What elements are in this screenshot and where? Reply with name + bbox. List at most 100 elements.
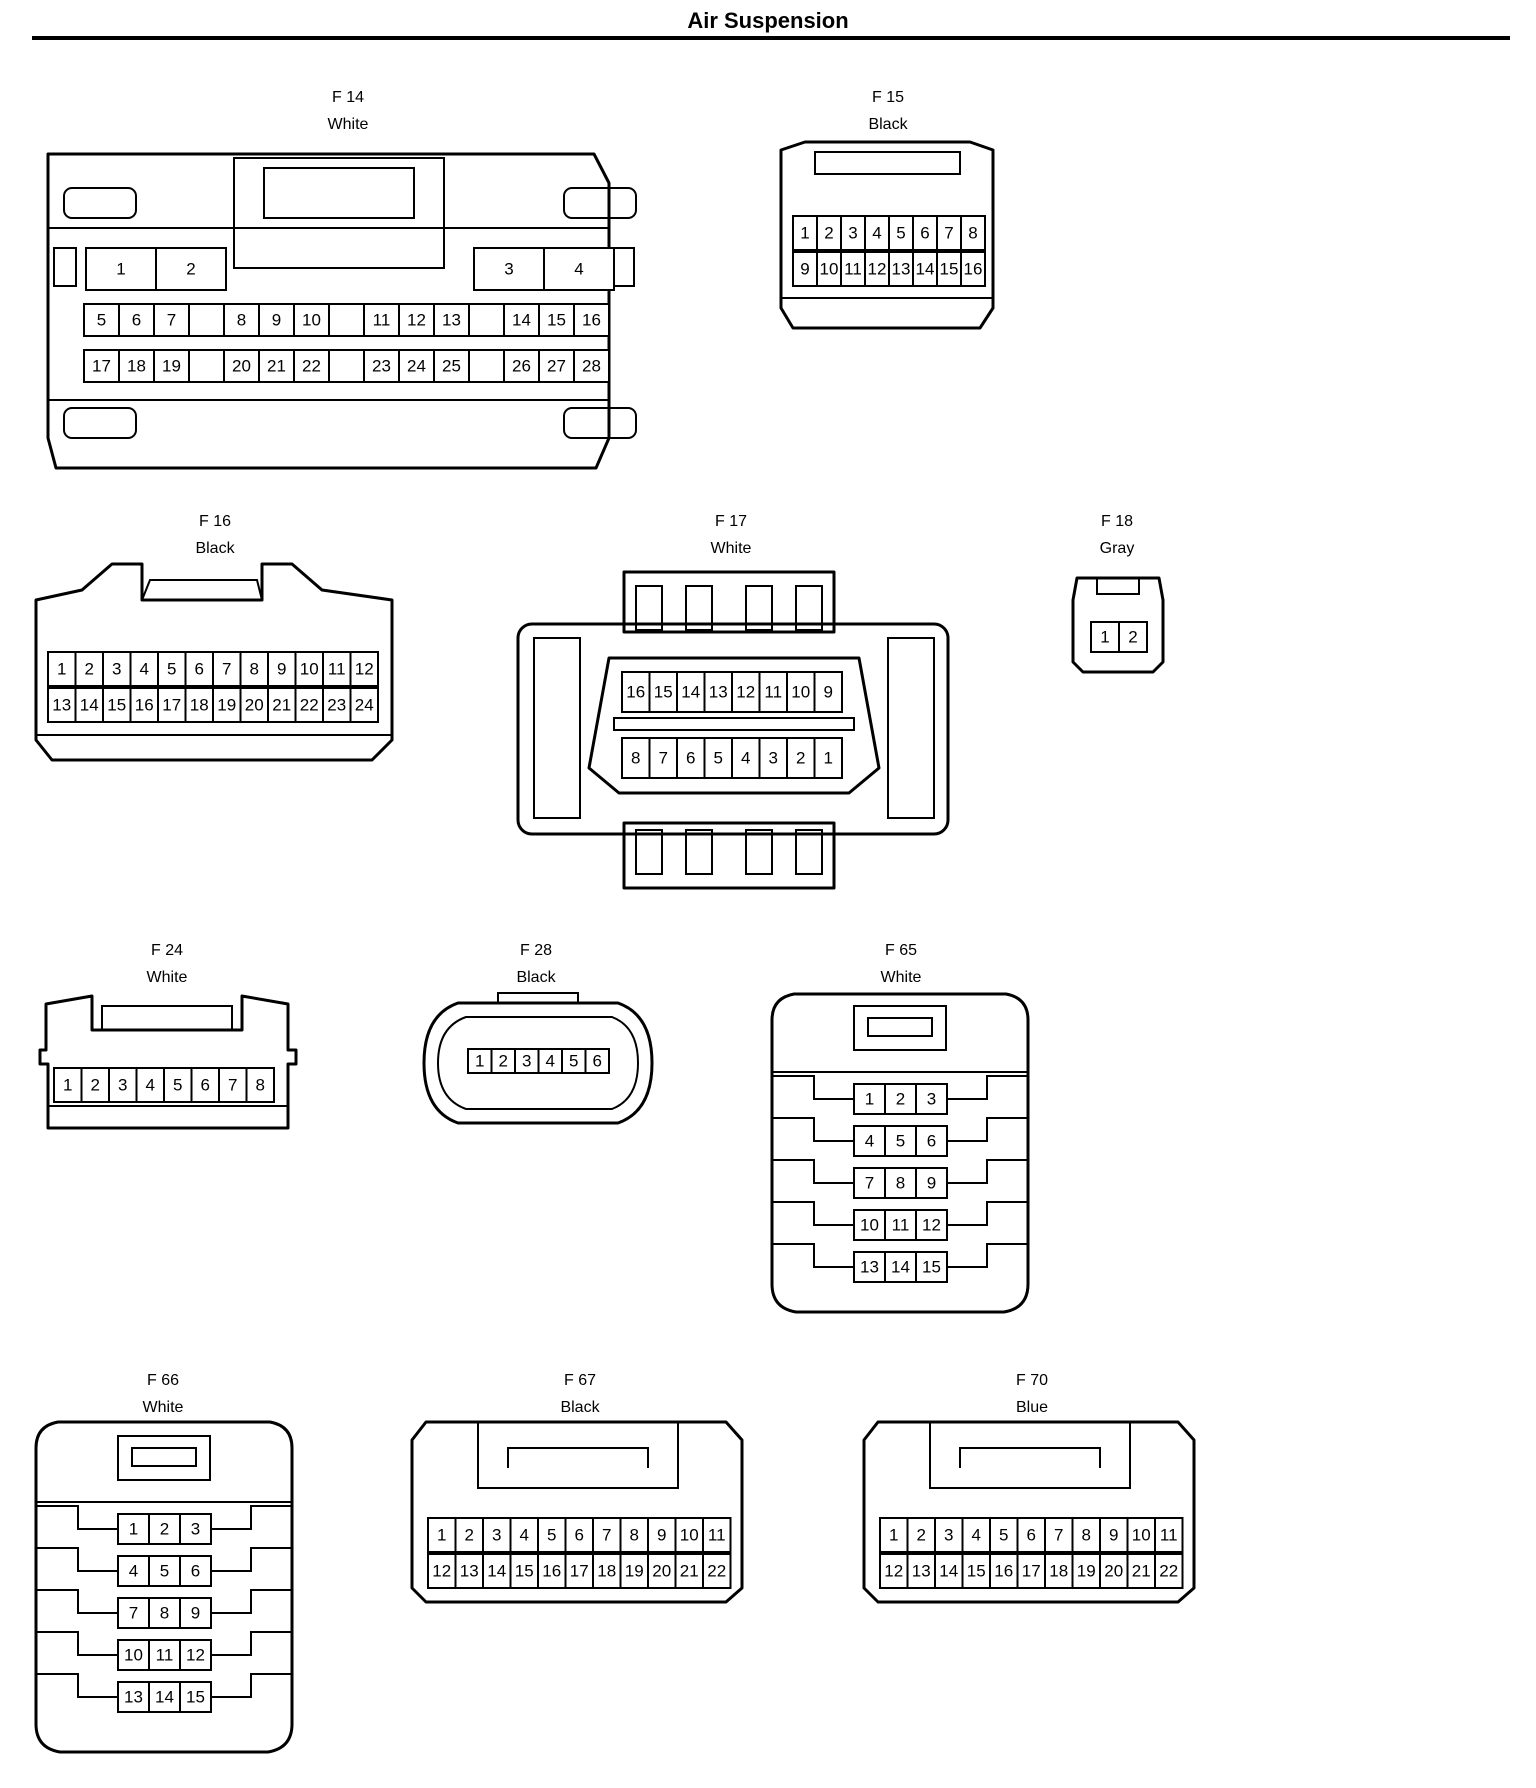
pin-number: 10: [820, 260, 839, 279]
pin-cell: 12: [349, 651, 379, 687]
pin-cell: 23: [322, 687, 352, 723]
pin-cell: 15: [961, 1553, 991, 1589]
pin-number: 22: [1159, 1562, 1178, 1581]
pin-cell: 5: [561, 1048, 587, 1074]
pin-number: 10: [860, 1216, 879, 1235]
pin-cell: 1: [427, 1517, 457, 1553]
blank-cavity: [328, 349, 365, 383]
pin-number: 16: [582, 311, 601, 330]
pin-cell: 9: [1099, 1517, 1129, 1553]
connector-color: White: [880, 969, 922, 986]
pin-number: 1: [57, 660, 66, 679]
pin-number: 19: [217, 696, 236, 715]
pin-cell: 7: [936, 215, 962, 251]
pin-number: 13: [892, 260, 911, 279]
pin-number: 14: [155, 1688, 174, 1707]
connector-color: Black: [560, 1399, 600, 1416]
pin-number: 18: [127, 357, 146, 376]
pin-cell: 19: [1071, 1553, 1101, 1589]
pin-cell: 8: [239, 651, 269, 687]
pin-number: 6: [191, 1562, 200, 1581]
pin-number: 23: [372, 357, 391, 376]
pin-cell: 28: [573, 349, 610, 383]
pin-cell: 9: [792, 251, 818, 287]
pin-number: 5: [97, 311, 106, 330]
connector-label-f17: F 17 White: [651, 508, 811, 562]
pin-number: 7: [1054, 1526, 1063, 1545]
pin-cell: 2: [80, 1067, 110, 1103]
pin-number: 27: [547, 357, 566, 376]
pin-number: 15: [654, 683, 673, 702]
pin-cell: 2: [155, 247, 227, 291]
pin-number: 4: [872, 224, 881, 243]
pin-cell: 3: [934, 1517, 964, 1553]
connector-id: F 17: [714, 513, 747, 530]
pin-number: 17: [1022, 1562, 1041, 1581]
pin-cell: 4: [129, 651, 159, 687]
pin-cell: 17: [564, 1553, 594, 1589]
pin-cell: 10: [294, 651, 324, 687]
pin-number: 6: [1027, 1526, 1036, 1545]
connector-label-f24: F 24 White: [87, 937, 247, 991]
pin-number: 16: [542, 1562, 561, 1581]
pin-number: 4: [546, 1052, 555, 1071]
pin-cell: 6: [118, 303, 155, 337]
svg-text:2: 2: [186, 260, 195, 279]
pin-cell: 8: [1071, 1517, 1101, 1553]
pin-number: 14: [681, 683, 700, 702]
connector-color: White: [146, 969, 188, 986]
pin-number: 5: [547, 1526, 556, 1545]
pin-number: 1: [824, 749, 833, 768]
pin-number: 15: [107, 696, 126, 715]
pin-number: 13: [124, 1688, 143, 1707]
pin-cell: 11: [758, 671, 788, 713]
pin-number: 3: [112, 660, 121, 679]
pin-cell: 7: [218, 1067, 248, 1103]
pin-number: 12: [407, 311, 426, 330]
pin-number: 11: [764, 683, 782, 702]
pin-cell: 10: [117, 1639, 150, 1671]
pin-cell: 13: [888, 251, 914, 287]
svg-text:3: 3: [504, 260, 513, 279]
pin-cell: 21: [258, 349, 295, 383]
pin-number: 28: [582, 357, 601, 376]
connector-color: Gray: [1099, 540, 1135, 557]
pin-cell: 12: [427, 1553, 457, 1589]
pin-number: 19: [162, 357, 181, 376]
connector-label-f28: F 28 Black: [456, 937, 616, 991]
pin-number: 6: [686, 749, 695, 768]
pin-number: 14: [512, 311, 531, 330]
pin-cell: 2: [148, 1513, 181, 1545]
pin-number: 16: [626, 683, 645, 702]
pin-cell: 14: [74, 687, 104, 723]
pin-cell: 16: [621, 671, 651, 713]
pin-number: 19: [625, 1562, 644, 1581]
pin-cell: 14: [148, 1681, 181, 1713]
pin-cell: 18: [592, 1553, 622, 1589]
pin-cell: 11: [702, 1517, 732, 1553]
connector-label-f65: F 65 White: [821, 937, 981, 991]
pin-number: 20: [232, 357, 251, 376]
pin-number: 8: [256, 1076, 265, 1095]
pin-cell: 8: [960, 215, 986, 251]
connector-color: Black: [195, 540, 235, 557]
pin-number: 12: [922, 1216, 941, 1235]
pin-number: 12: [884, 1562, 903, 1581]
pin-cell: 3: [473, 247, 545, 291]
pin-number: 1: [1100, 628, 1109, 647]
pin-number: 26: [512, 357, 531, 376]
connector-label-f70: F 70 Blue: [952, 1367, 1112, 1421]
pin-cell: 9: [267, 651, 297, 687]
pin-number: 18: [597, 1562, 616, 1581]
pin-number: 11: [373, 311, 391, 330]
pin-cell: 19: [212, 687, 242, 723]
pin-number: 17: [162, 696, 181, 715]
pin-number: 10: [1132, 1526, 1151, 1545]
pin-number: 11: [1160, 1526, 1178, 1545]
pin-number: 2: [91, 1076, 100, 1095]
pin-cell: 25: [433, 349, 470, 383]
